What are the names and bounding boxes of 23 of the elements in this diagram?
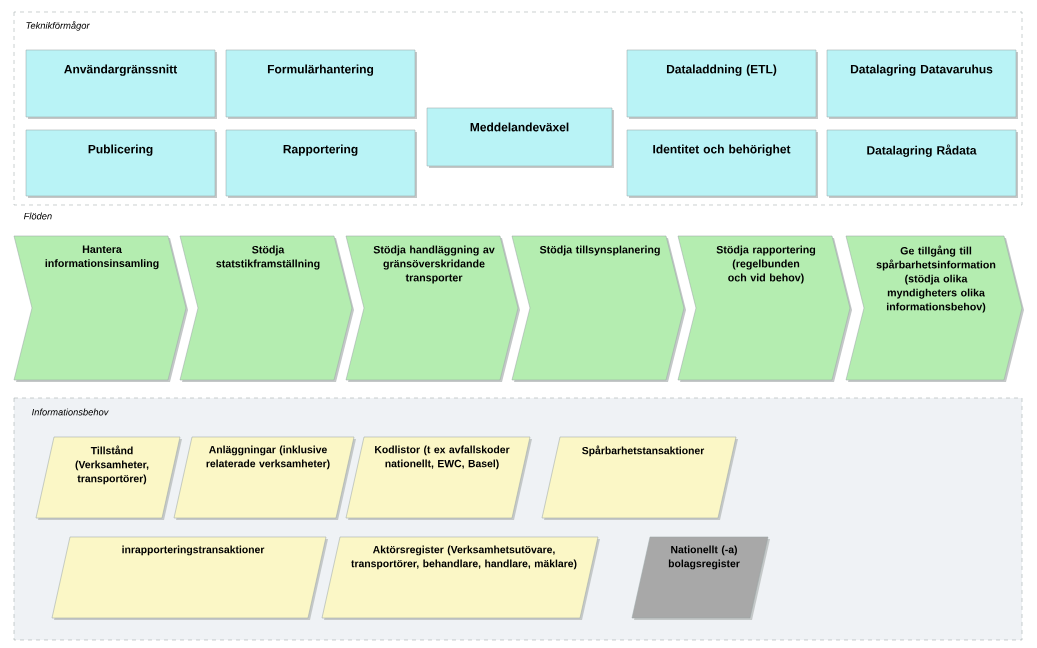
- information-parallelogram: Aktörsregister (Verksamhetsutövare, transportörer, behandlare, handlare, mäklare): [321, 536, 600, 620]
- information-parallelogram: Spårbarhetstansaktioner: [541, 436, 738, 520]
- information-parallelogram: Tillstånd (Verksamheter, transportörer): [35, 436, 182, 520]
- capability-box: Identitet och behörighet: [626, 129, 818, 198]
- information-parallelogram: inrapporteringstransaktioner: [51, 536, 328, 620]
- information-parallelogram: Anläggningar (inklusive relaterade verksamheter): [173, 436, 356, 520]
- capability-box: Dataladdning (ETL): [626, 49, 818, 119]
- information-parallelogram: Kodlistor (t ex avfallskoder nationellt, EWC, Basel): [345, 436, 532, 520]
- value-chain-step: Hantera informationsinsamling: [13, 235, 188, 382]
- information-parallelogram: Nationellt (-a) bolagsregister: [631, 536, 770, 620]
- value-chain-step: Ge tillgång till spårbarhetsinformation (stödja olika myndigheters olika informationsbehov): [845, 235, 1024, 382]
- value-chain-step: Stödja handläggning av gränsöverskridande transporter: [345, 235, 520, 382]
- capability-box: Formulärhantering: [225, 49, 417, 119]
- value-chain-step: Stödja statstikframställning: [179, 235, 354, 382]
- capability-box: Publicering: [25, 129, 217, 198]
- value-chain-step: Stödja tillsynsplanering: [511, 235, 686, 382]
- capability-box: Användargränssnitt: [25, 49, 217, 119]
- section-label: Flöden: [23, 212, 52, 220]
- capability-box: Meddelandeväxel: [426, 107, 614, 168]
- capability-box: Datalagring Datavaruhus: [826, 49, 1018, 119]
- capability-box: Datalagring Rådata: [826, 129, 1018, 198]
- value-chain-step: Stödja rapportering (regelbunden och vid behov): [677, 235, 852, 382]
- capability-box: Rapportering: [225, 129, 417, 198]
